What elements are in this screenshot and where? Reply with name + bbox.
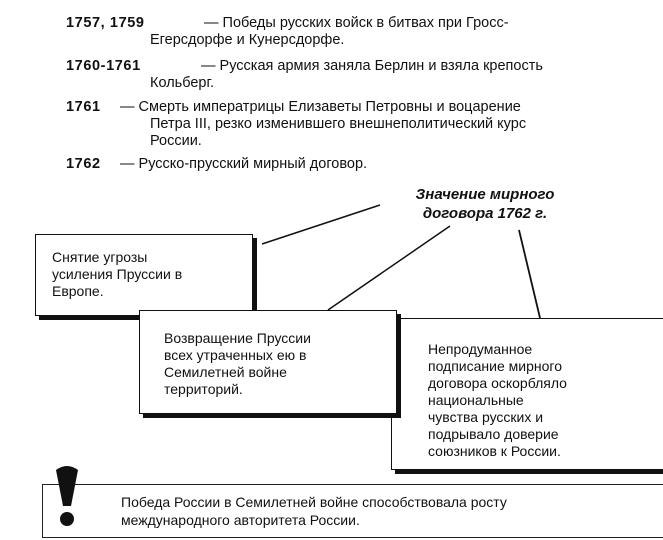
event-text-line: Петра III, резко изменившего внешнеполит…: [150, 116, 527, 132]
box-text-line: Возвращение Пруссии: [164, 330, 311, 346]
event-text-line: Кольберг.: [150, 75, 215, 91]
event-year: 1757, 1759: [66, 15, 145, 31]
box-text-line: чувства русских и: [428, 409, 544, 425]
connector-line-middle: [327, 225, 451, 311]
event-text-line: — Смерть императрицы Елизаветы Петровны …: [120, 99, 521, 115]
consequence-box-territories: Возвращение Пруссии всех утраченных ею в…: [139, 310, 397, 414]
box-text-line: территорий.: [164, 381, 243, 397]
box-text-line: Семилетней войне: [164, 364, 287, 380]
event-text-line: — Победы русских войск в битвах при Грос…: [204, 15, 509, 31]
box-text-line: союзников к России.: [428, 443, 561, 459]
conclusion-text: Победа России в Семилетней войне способс…: [121, 493, 507, 529]
event-year: 1760-1761: [66, 58, 141, 74]
event-text-line: России.: [150, 133, 202, 149]
box-text-line: подписание мирного: [428, 358, 562, 374]
diagram-title: Значение мирного договора 1762 г.: [360, 185, 610, 223]
box-text-line: национальные: [428, 392, 524, 408]
event-text-line: Егерсдорфе и Кунерсдорфе.: [150, 32, 345, 48]
event-year: 1762: [66, 156, 101, 172]
consequence-box-prussia-threat: Снятие угрозы усиления Пруссии в Европе.: [35, 234, 253, 316]
box-text-line: подрывало доверие: [428, 426, 559, 442]
box-text-line: Европе.: [52, 283, 104, 299]
event-text-line: — Русско-прусский мирный договор.: [120, 156, 368, 172]
box-text-line: всех утраченных ею в: [164, 347, 307, 363]
event-year: 1761: [66, 99, 101, 115]
conclusion-text-line: международного авторитета России.: [121, 512, 360, 528]
box-text-line: Непродуманное: [428, 341, 533, 357]
diagram-title-line: Значение мирного: [415, 186, 555, 203]
conclusion-note: Победа России в Семилетней войне способс…: [42, 484, 663, 538]
event-text-line: — Русская армия заняла Берлин и взяла кр…: [201, 58, 543, 74]
connector-line-right: [518, 229, 541, 319]
diagram-title-line: договора 1762 г.: [422, 205, 548, 222]
connector-line-left: [261, 204, 381, 245]
box-text-line: договора оскорбляло: [428, 375, 567, 391]
box-text-line: усиления Пруссии в: [52, 266, 183, 282]
box-text-line: Снятие угрозы: [52, 249, 148, 265]
consequence-box-national-feelings: Непродуманное подписание мирного договор…: [391, 318, 663, 470]
conclusion-text-line: Победа России в Семилетней войне способс…: [121, 494, 507, 510]
exclamation-icon: [56, 466, 78, 526]
